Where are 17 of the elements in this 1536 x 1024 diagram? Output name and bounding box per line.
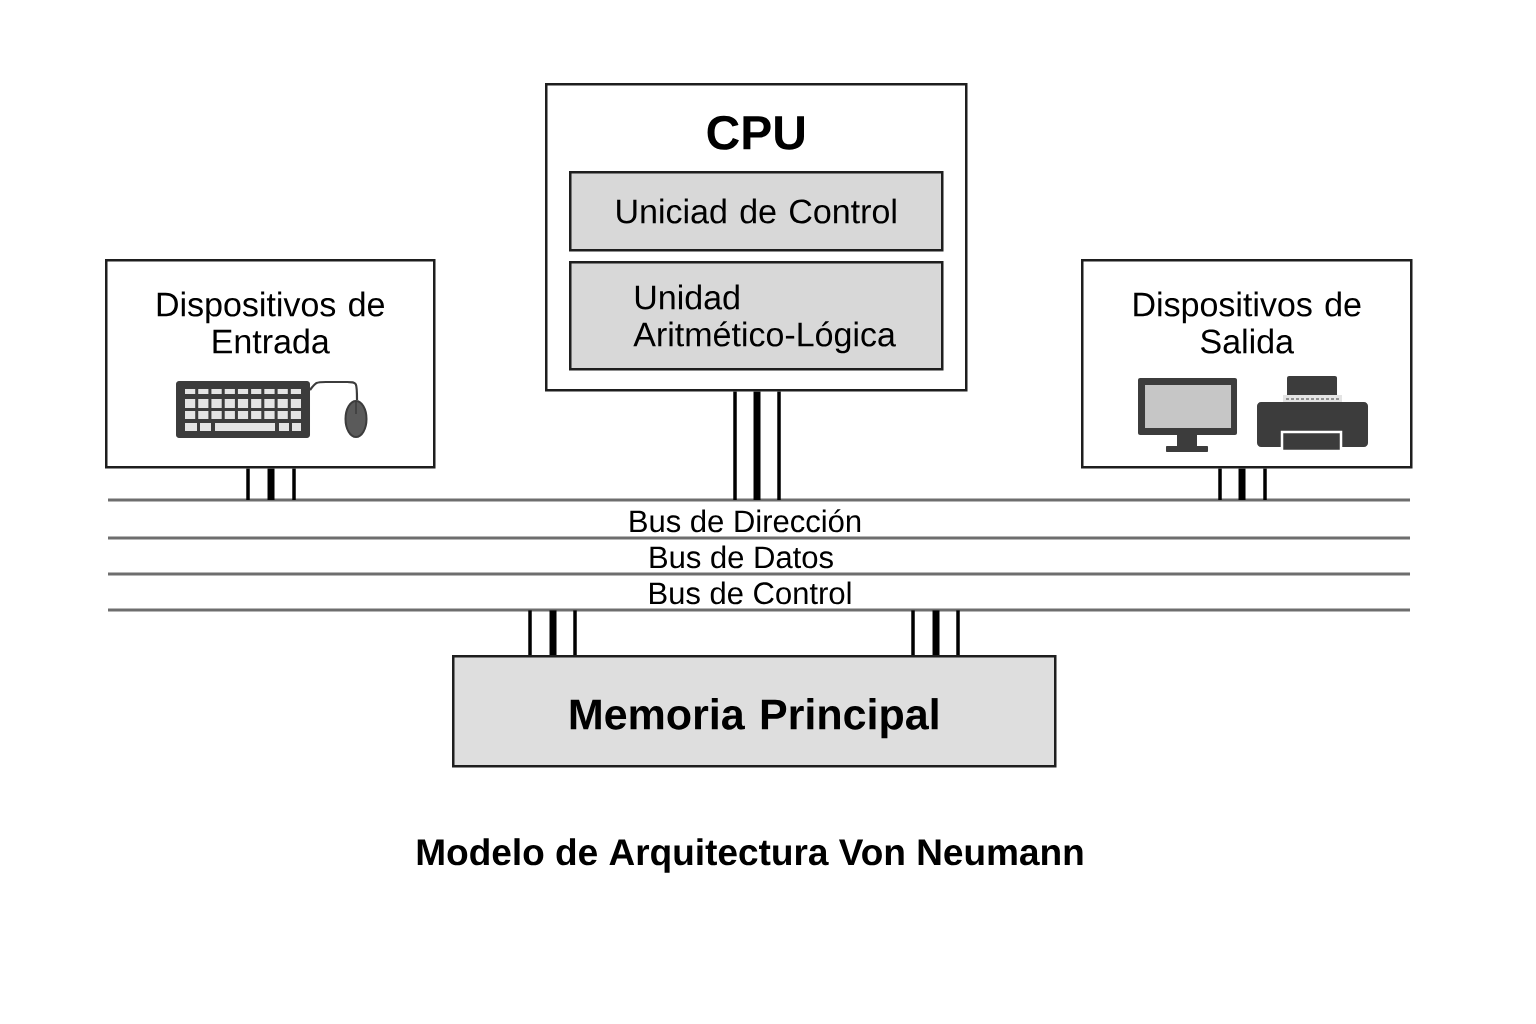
process-box: Unidad Aritmético-Lógica <box>569 261 944 371</box>
bus-label: Bus de Datos <box>650 545 833 569</box>
connector-line <box>573 610 577 655</box>
process-box: Uniciad de Control <box>569 171 944 252</box>
connector-line <box>246 468 250 500</box>
connector-line <box>956 610 960 655</box>
connector-line <box>911 610 915 655</box>
bus-label: Bus de Control <box>650 581 851 605</box>
connector-line <box>1263 468 1267 500</box>
connector-line <box>733 391 737 500</box>
connector-line <box>528 610 532 655</box>
caption: Modelo de Arquitectura Von Neumann <box>417 838 1083 873</box>
connector-line <box>1218 468 1222 500</box>
process-box: Memoria Principal <box>452 655 1057 768</box>
bus-label: Bus de Dirección <box>630 509 861 533</box>
connector-line <box>777 391 781 500</box>
connector-line <box>292 468 296 500</box>
